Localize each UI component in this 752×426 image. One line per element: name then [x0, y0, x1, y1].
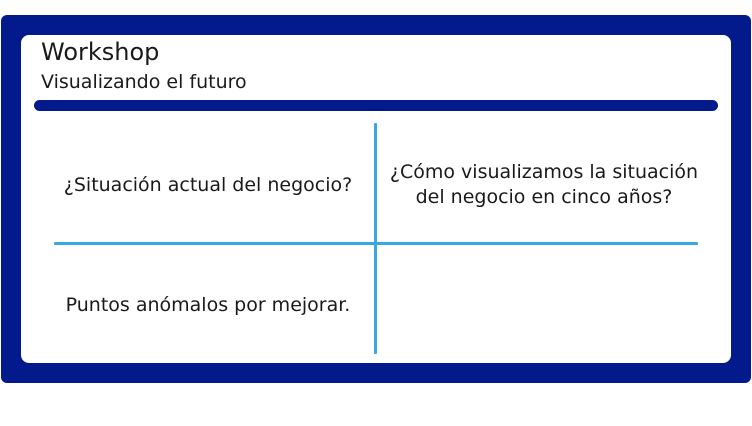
vertical-divider — [374, 123, 377, 354]
page-title: Workshop — [41, 38, 160, 66]
quadrant-future-vision-line2: del negocio en cinco años? — [415, 186, 673, 208]
quadrant-future-vision-line1: ¿Cómo visualizamos la situación — [389, 161, 699, 183]
header-divider-bar — [34, 100, 718, 111]
quadrant-future-vision: ¿Cómo visualizamos la situación del nego… — [378, 160, 710, 210]
quadrant-improvement-points: Puntos anómalos por mejorar. — [65, 294, 351, 316]
horizontal-divider — [54, 242, 698, 245]
page-subtitle: Visualizando el futuro — [41, 71, 247, 93]
quadrant-current-situation: ¿Situación actual del negocio? — [63, 174, 353, 196]
